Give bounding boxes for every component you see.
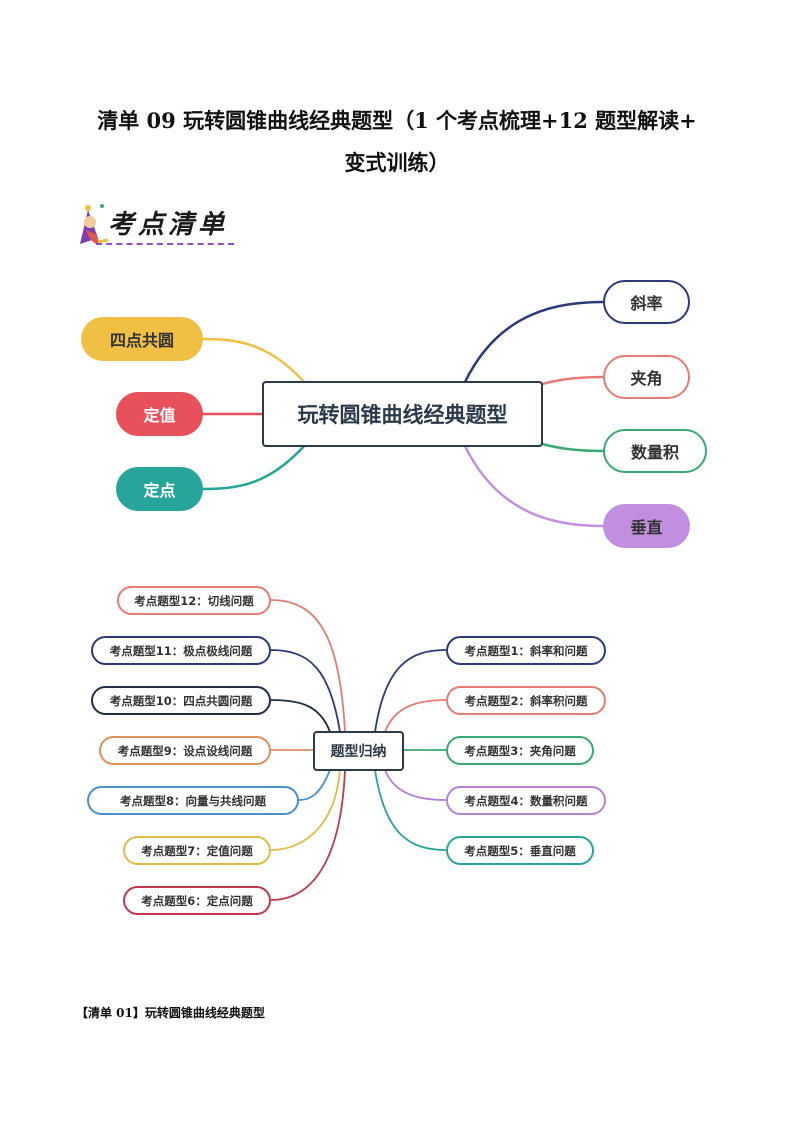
node-fixed-value: 定值	[116, 392, 203, 436]
node-fixed-point: 定点	[116, 467, 203, 511]
badge-underline	[96, 243, 234, 245]
tag-type-3: 考点题型3：夹角问题	[446, 736, 594, 765]
tag-type-11: 考点题型11：极点极线问题	[91, 636, 271, 665]
node-four-points-concyclic: 四点共圆	[81, 317, 203, 361]
tag-type-10: 考点题型10：四点共圆问题	[91, 686, 271, 715]
tag-type-9: 考点题型9：设点设线问题	[99, 736, 271, 765]
document-title: 清单 09 玩转圆锥曲线经典题型（1 个考点梳理+12 题型解读+ 变式训练）	[40, 100, 754, 184]
node-slope: 斜率	[603, 280, 690, 324]
wizard-icon	[80, 204, 109, 245]
node-dot-product: 数量积	[603, 429, 707, 473]
tag-type-5: 考点题型5：垂直问题	[446, 836, 594, 865]
tag-type-2: 考点题型2：斜率积问题	[446, 686, 606, 715]
tag-type-12: 考点题型12：切线问题	[117, 586, 271, 615]
mindmap1-center: 玩转圆锥曲线经典题型	[262, 381, 543, 447]
title-line-2: 变式训练）	[344, 150, 450, 175]
tag-type-4: 考点题型4：数量积问题	[446, 786, 606, 815]
section-badge: 考点清单	[74, 200, 244, 252]
tag-type-7: 考点题型7：定值问题	[123, 836, 271, 865]
node-perpendicular: 垂直	[603, 504, 690, 548]
mindmap2-center: 题型归纳	[313, 731, 404, 771]
tag-type-6: 考点题型6：定点问题	[123, 886, 271, 915]
badge-text: 考点清单	[108, 210, 229, 240]
section-heading: 【清单 01】玩转圆锥曲线经典题型	[76, 1006, 265, 1020]
tag-type-8: 考点题型8：向量与共线问题	[87, 786, 299, 815]
node-angle: 夹角	[603, 355, 690, 399]
tag-type-1: 考点题型1：斜率和问题	[446, 636, 606, 665]
title-line-1: 清单 09 玩转圆锥曲线经典题型（1 个考点梳理+12 题型解读+	[97, 108, 697, 133]
